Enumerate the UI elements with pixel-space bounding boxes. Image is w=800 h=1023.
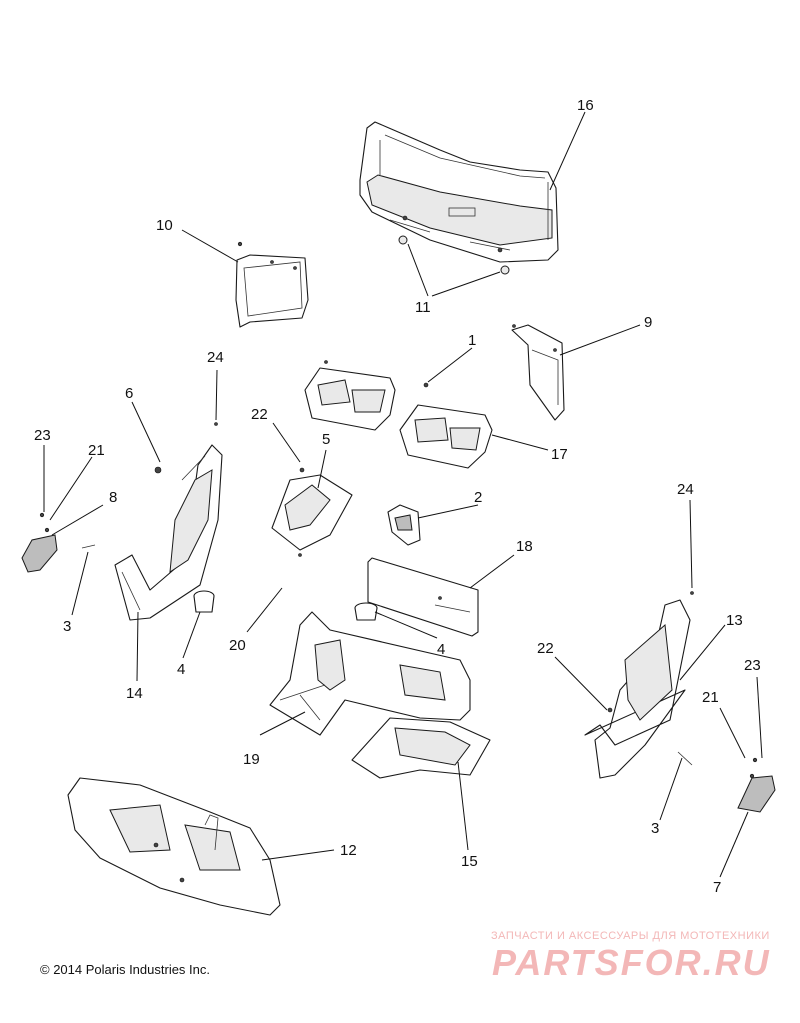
callout-21-left: 21: [88, 442, 105, 459]
callout-17: 17: [551, 446, 568, 463]
part-19-floor-panel: [269, 611, 471, 736]
callout-13: 13: [726, 612, 743, 629]
callout-10: 10: [156, 217, 173, 234]
callout-12: 12: [340, 842, 357, 859]
callout-18: 18: [516, 538, 533, 555]
callout-19: 19: [243, 751, 260, 768]
part-17-tray: [399, 404, 493, 469]
part-8-left-bracket: [21, 512, 96, 573]
callout-15: 15: [461, 853, 478, 870]
callout-3-left: 3: [63, 618, 71, 635]
part-4-cup: [193, 590, 378, 621]
callout-4-center: 4: [437, 641, 445, 658]
part-2-bracket: [387, 504, 421, 546]
callout-labels: 1 2 3 3 4 4 5 6 7 8 9 10 11 12 13 14 15 …: [34, 97, 761, 896]
callout-23-right: 23: [744, 657, 761, 674]
watermark-logo: PARTSFOR.RU: [492, 942, 771, 983]
copyright-notice: © 2014 Polaris Industries Inc.: [40, 962, 210, 977]
callout-24-right: 24: [677, 481, 694, 498]
callout-7: 7: [713, 879, 721, 896]
part-11-grommets: [398, 235, 510, 275]
callout-2: 2: [474, 489, 482, 506]
part-18-panel: [367, 557, 479, 637]
callout-4-left: 4: [177, 661, 185, 678]
part-14-left-trim: [114, 422, 223, 621]
callout-3-right: 3: [651, 820, 659, 837]
part-1-tray: [304, 360, 429, 431]
part-10-side-panel: [235, 241, 309, 328]
part-13-right-trim: [584, 591, 694, 779]
callout-1: 1: [468, 332, 476, 349]
callout-5: 5: [322, 431, 330, 448]
callout-11: 11: [415, 299, 431, 316]
part-15-floor-panel: [351, 717, 491, 779]
leader-lines: [43, 111, 763, 878]
callout-8: 8: [109, 489, 117, 506]
callout-24-left: 24: [207, 349, 224, 366]
part-16-rear-bulkhead: [359, 121, 559, 263]
part-5-console: [271, 467, 353, 557]
callout-22-left: 22: [251, 406, 268, 423]
callout-14: 14: [126, 685, 143, 702]
watermark-tagline: ЗАПЧАСТИ И АКСЕССУАРЫ ДЛЯ МОТОТЕХНИКИ: [491, 930, 770, 942]
callout-16: 16: [577, 97, 594, 114]
part-12-lower-shroud: [67, 777, 281, 916]
callout-20: 20: [229, 637, 246, 654]
part-7-right-bracket: [677, 751, 776, 813]
part-9-side-panel: [511, 324, 565, 421]
callout-21-right: 21: [702, 689, 719, 706]
callout-22-right: 22: [537, 640, 554, 657]
callout-6: 6: [125, 385, 133, 402]
callout-9: 9: [644, 314, 652, 331]
callout-23-left: 23: [34, 427, 51, 444]
